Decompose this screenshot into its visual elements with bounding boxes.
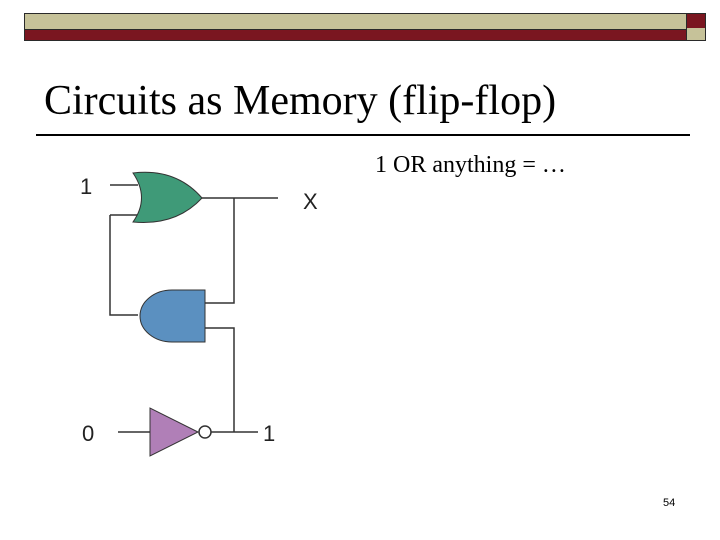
not-output-label: 1	[263, 421, 275, 446]
bullet-text: 1 OR anything = …	[375, 152, 566, 178]
slide-number: 54	[663, 497, 676, 509]
title-underline	[36, 134, 690, 136]
not-gate-bubble	[198, 425, 212, 439]
not-to-and-wire	[205, 327, 235, 432]
output-x-label: X	[303, 189, 318, 214]
not-input-label: 0	[82, 421, 94, 446]
not-gate	[149, 407, 200, 457]
feedback-wire	[109, 215, 138, 316]
corner-decoration	[686, 13, 706, 41]
corner-decoration-maroon	[687, 14, 705, 28]
output-to-and-wire	[205, 198, 235, 304]
or-input-label: 1	[80, 174, 92, 199]
corner-decoration-olive	[687, 29, 705, 40]
circuit-wires	[109, 184, 278, 433]
or-gate	[132, 171, 203, 223]
and-gate	[139, 289, 206, 343]
slide-title: Circuits as Memory (flip-flop)	[44, 78, 557, 124]
